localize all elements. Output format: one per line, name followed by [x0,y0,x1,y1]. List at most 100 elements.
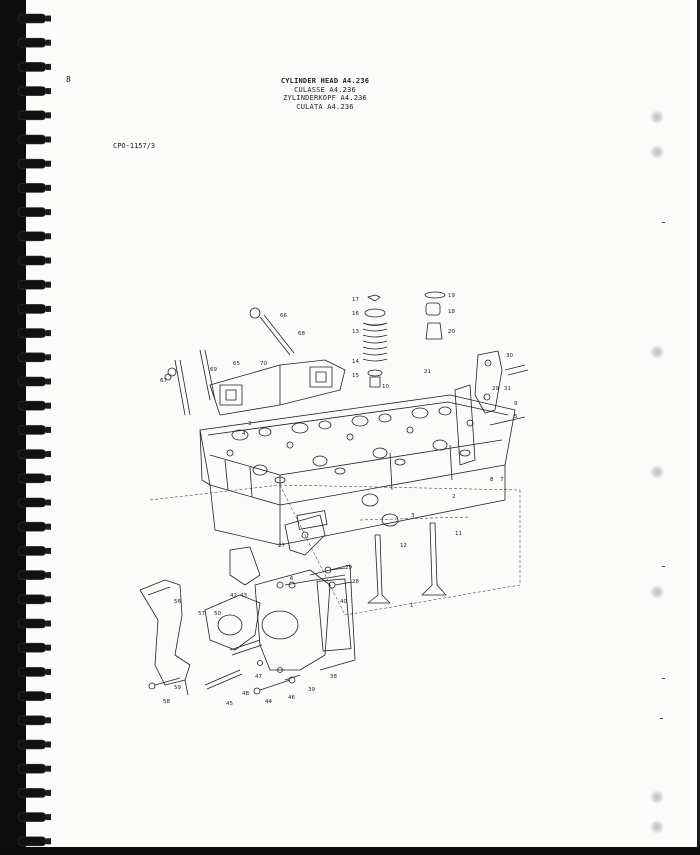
binding-hole [46,257,51,264]
binding-ring [17,570,47,580]
part-label: 5 [514,414,518,420]
binding-ring [17,715,47,726]
exploded-parts-diagram: 66 68 17 16 13 19 18 20 14 15 10 21 30 6… [139,291,529,707]
binding-hole [46,814,51,821]
part-label: 3 [248,421,252,427]
punch-mark [650,345,664,359]
part-label: 13 [352,329,359,335]
binding-ring [17,231,47,242]
binding-hole [46,547,51,554]
binding-hole [46,499,51,506]
binding-ring [17,328,47,338]
binding-hole [46,620,51,627]
part-label: 17 [352,297,359,303]
thermostat-housing-assembly [139,546,356,686]
spiral-binding [0,0,51,855]
part-label: 44 [265,699,272,705]
binding-ring [17,400,47,411]
binding-ring [17,449,47,459]
part-label: 69 [210,367,217,373]
binding-hole [46,668,51,675]
binding-ring [17,304,47,314]
binding-ring [17,13,47,24]
part-label: 28 [352,579,359,585]
part-label: 50 [214,611,221,617]
binding-hole [46,475,51,482]
binding-hole [46,378,51,385]
reference-code: CPO-1157/3 [113,142,156,150]
binding-ring [17,134,47,145]
part-label: 70 [260,361,267,367]
binding-ring [17,691,47,701]
binding-hole [46,354,51,361]
part-label: 14 [352,359,359,365]
punch-mark [650,585,664,599]
binding-ring [17,279,47,290]
part-label: 38 [330,674,337,680]
binding-hole [46,644,51,651]
punch-mark [650,820,664,834]
binding-hole [46,160,51,167]
binding-ring [17,62,47,72]
part-label: 20 [448,329,455,335]
binding-ring [17,521,47,532]
part-label: 42 [230,593,237,599]
part-label: 48 [242,691,249,697]
binding-hole [46,451,51,458]
part-label: 59 [174,685,181,691]
exhaust-manifold [209,359,346,416]
part-label: 68 [298,331,305,337]
part-label: 2 [452,494,456,500]
binding-hole [46,765,51,772]
binding-ring [17,376,47,387]
part-label: 30 [506,353,513,359]
part-label: 8 [490,477,494,483]
binding-hole [46,789,51,796]
binding-ring [17,763,47,774]
valves [367,513,447,604]
binding-ring [17,86,47,96]
studs [164,307,295,416]
binding-hole [46,233,51,240]
binding-ring [17,110,47,121]
part-label: 39 [308,687,315,693]
part-label: 29 [492,386,499,392]
bottom-bolts [148,639,301,696]
binding-ring [17,352,47,363]
part-label: 7 [500,477,504,483]
part-label: 31 [504,386,511,392]
binding-hole [46,523,51,530]
diagram-title: CYLINDER HEAD A4.236 CULASSE A4.236 ZYLI… [260,77,390,111]
part-label: 3 [411,513,415,519]
valve-ports [226,406,474,484]
binding-hole [46,426,51,433]
binding-ring [17,183,47,193]
lifting-bracket-right [454,350,529,466]
binding-ring [17,667,47,677]
part-label: 29 [345,565,352,571]
right-edge-shadow [697,0,700,855]
binding-hole [46,305,51,312]
part-label: 56 [174,599,181,605]
binding-hole [46,63,51,70]
assembly-guide-lines [149,484,521,616]
part-label: 11 [455,531,462,537]
punch-mark [650,110,664,124]
binding-ring [17,836,47,847]
binding-ring [17,618,47,629]
part-label: 67 [160,378,167,384]
binding-hole [46,281,51,288]
binding-hole [46,330,51,337]
binding-ring [17,497,47,508]
part-label: 6 [290,576,294,582]
binding-ring [17,812,47,822]
binding-hole [46,741,51,748]
bottom-edge-shadow [0,847,700,855]
binding-hole [46,402,51,409]
binding-hole [46,88,51,95]
binding-ring [17,207,47,217]
binding-hole [46,717,51,724]
part-label: 27 [278,543,285,549]
margin-mark [662,566,665,567]
binding-hole [46,838,51,845]
